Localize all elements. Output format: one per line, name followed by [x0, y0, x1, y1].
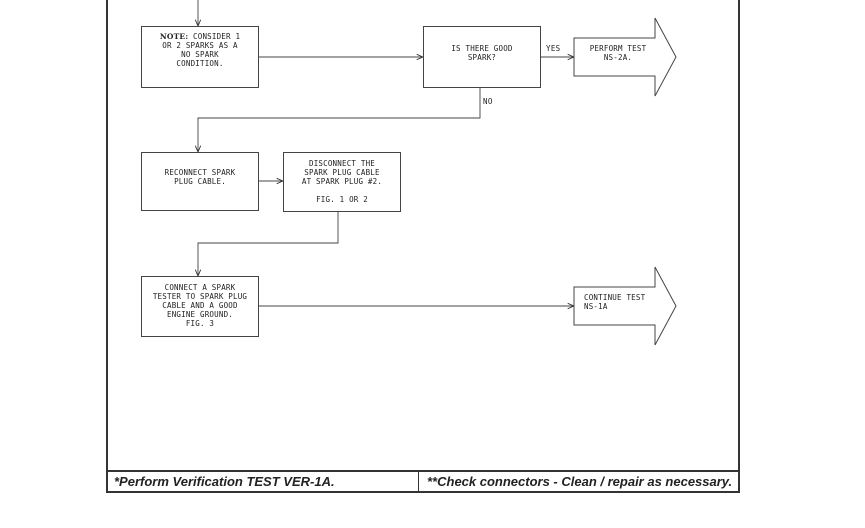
good-spark-decision-box: IS THERE GOOD SPARK? [423, 26, 541, 88]
note-label: NOTE: [159, 32, 189, 41]
connector-disconnect-to-connect [198, 212, 339, 276]
reconnect-text: RECONNECT SPARK PLUG CABLE. [164, 168, 236, 186]
connect-tester-box: CONNECT A SPARK TESTER TO SPARK PLUG CAB… [141, 276, 259, 337]
good-spark-question: IS THERE GOOD SPARK? [451, 44, 513, 62]
no-label: NO [483, 97, 493, 106]
yes-label: YES [546, 44, 561, 53]
frame-left-border [106, 0, 108, 493]
note-box: NOTE: CONSIDER 1 OR 2 SPARKS AS A NO SPA… [141, 26, 259, 88]
arrow-shape-ns1a [573, 266, 677, 346]
footer-verification-note: *Perform Verification TEST VER-1A. [106, 472, 419, 491]
disconnect-box: DISCONNECT THE SPARK PLUG CABLE AT SPARK… [283, 152, 401, 212]
disconnect-text: DISCONNECT THE SPARK PLUG CABLE AT SPARK… [301, 159, 383, 204]
footer-connectors-note: **Check connectors - Clean / repair as n… [427, 474, 733, 489]
reconnect-box: RECONNECT SPARK PLUG CABLE. [141, 152, 259, 211]
frame-right-border [738, 0, 740, 493]
arrow-ns2a-label: PERFORM TEST NS-2A. [589, 44, 647, 62]
note-text: CONSIDER 1 OR 2 SPARKS AS A NO SPARK CON… [162, 32, 241, 68]
connect-tester-text: CONNECT A SPARK TESTER TO SPARK PLUG CAB… [152, 283, 248, 328]
footer-bar: *Perform Verification TEST VER-1A. **Che… [106, 470, 739, 493]
connector-no-to-reconnect [198, 88, 481, 152]
arrow-shape-ns2a [573, 17, 677, 97]
arrow-ns1a-label: CONTINUE TEST NS-1A [584, 293, 646, 311]
